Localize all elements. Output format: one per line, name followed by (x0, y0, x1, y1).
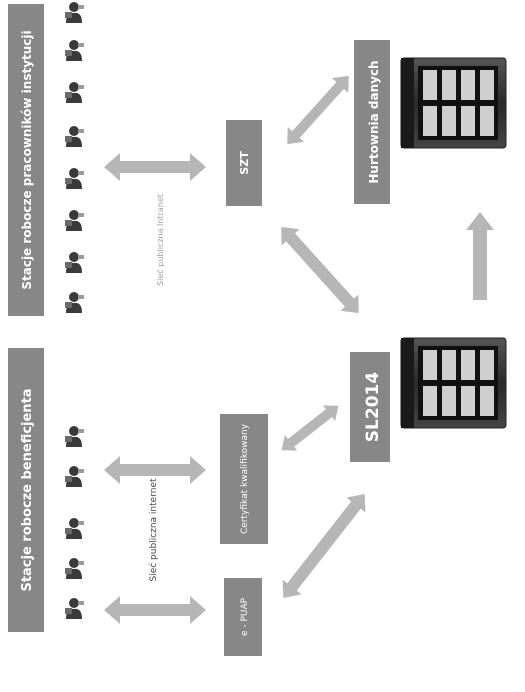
person-icon (65, 2, 84, 23)
person-icon (65, 558, 84, 579)
person-icon (65, 82, 84, 103)
person-icon (65, 466, 84, 487)
szt-label: SZT (238, 151, 251, 175)
sl2014-box: SL2014 (350, 352, 390, 462)
szt-box: SZT (226, 120, 262, 206)
server-icon (400, 57, 507, 149)
certificate-label: Certyfikat kwalifikowany (240, 423, 250, 534)
datawarehouse-label: Hurtownia danych (367, 60, 381, 183)
arrow-institution-to-szt (104, 153, 206, 181)
epuap-box: e - PUAP (224, 578, 262, 656)
person-icon (65, 126, 84, 147)
person-icon (65, 598, 84, 619)
institution-workstations-banner: Stacje robocze pracowników instytucji (8, 4, 44, 316)
public-network-intranet-label: Sieć publiczna Intranet (155, 194, 165, 286)
arrow-szt-to-datawarehouse (287, 75, 349, 145)
institution-workstations-label: Stacje robocze pracowników instytucji (20, 30, 34, 289)
person-icon (65, 292, 84, 313)
public-network-internet-label: Sieć publiczna internet (148, 478, 159, 581)
arrow-szt-to-sl2014 (281, 226, 359, 314)
epuap-label: e - PUAP (240, 597, 250, 636)
sl2014-label: SL2014 (363, 372, 383, 443)
person-icon (65, 40, 84, 61)
certificate-box: Certyfikat kwalifikowany (220, 414, 268, 544)
server-icon (400, 337, 507, 429)
arrow-sl2014-to-datawarehouse (466, 212, 494, 300)
beneficiary-workstations-label: Stacje robocze beneficjenta (20, 388, 35, 591)
beneficiary-workstations-banner: Stacje robocze beneficjenta (8, 348, 44, 632)
person-icon (65, 252, 84, 273)
datawarehouse-box: Hurtownia danych (354, 40, 390, 204)
person-icon (65, 518, 84, 539)
beneficiary-workstation-icons (65, 426, 84, 619)
person-icon (65, 426, 84, 447)
person-icon (65, 168, 84, 189)
arrow-certificate-to-sl2014 (281, 405, 339, 451)
arrow-beneficiary-to-certificate (104, 456, 206, 484)
arrow-epuap-to-sl2014 (282, 493, 366, 599)
institution-workstation-icons (65, 2, 84, 313)
person-icon (65, 210, 84, 231)
arrow-beneficiary-to-epuap (104, 596, 206, 624)
